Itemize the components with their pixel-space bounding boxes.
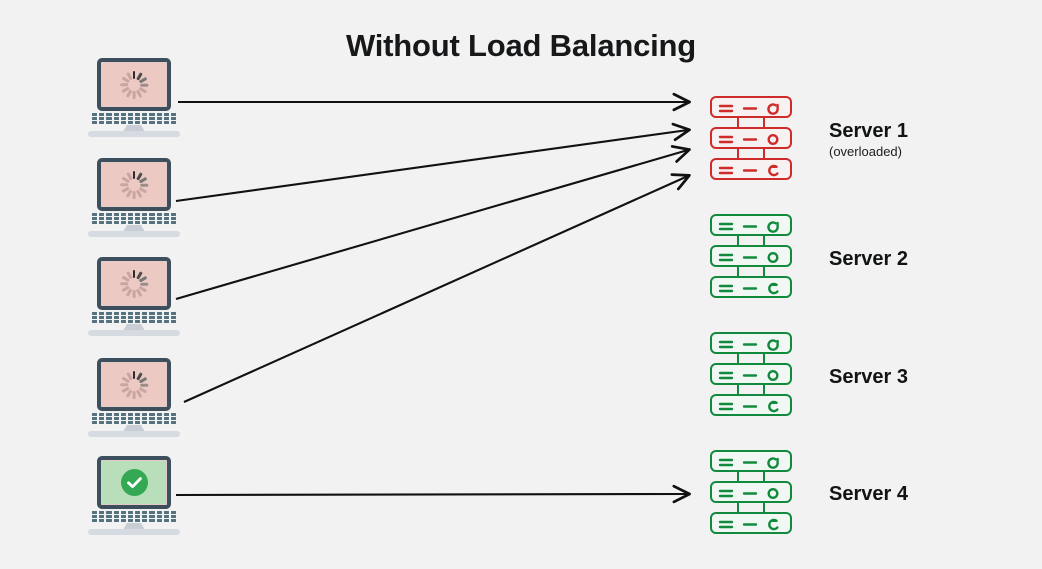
server-connector	[737, 149, 765, 158]
laptop-keyboard	[92, 212, 177, 226]
arrow-client-5-to-server-4	[175, 484, 691, 504]
server-connector	[737, 385, 765, 394]
check-circle-icon	[120, 469, 148, 496]
server-name: Server 2	[829, 248, 908, 270]
laptop-keyboard	[92, 412, 177, 426]
laptop-base	[88, 330, 180, 336]
laptop-lid	[97, 158, 171, 211]
server-connector	[737, 236, 765, 245]
client-laptop-1[interactable]	[88, 58, 180, 138]
server-stack-2[interactable]	[710, 214, 792, 298]
laptop-lid	[97, 456, 171, 509]
server-connector	[737, 118, 765, 127]
laptop-lid	[97, 358, 171, 411]
laptop-base	[88, 231, 180, 237]
server-stack-3[interactable]	[710, 332, 792, 416]
server-unit	[710, 450, 792, 472]
server-status-note: (overloaded)	[829, 144, 902, 159]
arrow-client-2-to-server-1	[175, 122, 691, 203]
server-label-1: Server 1 (overloaded)	[829, 119, 1029, 160]
laptop-lid	[97, 58, 171, 111]
server-unit	[710, 512, 792, 534]
loading-spinner-icon	[119, 70, 149, 100]
arrow-client-3-to-server-1	[175, 145, 691, 301]
page-title: Without Load Balancing	[345, 28, 697, 63]
loading-spinner-icon	[119, 269, 149, 299]
laptop-screen	[101, 62, 167, 107]
server-connector	[737, 267, 765, 276]
server-unit	[710, 245, 792, 267]
server-name: Server 4	[829, 483, 908, 505]
server-name: Server 3	[829, 366, 908, 388]
server-unit	[710, 332, 792, 354]
laptop-stand	[123, 523, 145, 530]
laptop-base	[88, 431, 180, 437]
server-label-3: Server 3	[829, 365, 1029, 389]
server-stack-4[interactable]	[710, 450, 792, 534]
server-unit	[710, 158, 792, 180]
laptop-keyboard	[92, 510, 177, 524]
laptop-stand	[123, 425, 145, 432]
server-unit	[710, 276, 792, 298]
laptop-base	[88, 131, 180, 137]
server-connector	[737, 503, 765, 512]
laptop-screen	[101, 261, 167, 306]
laptop-keyboard	[92, 112, 177, 126]
loading-spinner-icon	[119, 370, 149, 400]
server-unit	[710, 363, 792, 385]
client-laptop-3[interactable]	[88, 257, 180, 337]
server-unit	[710, 214, 792, 236]
server-unit	[710, 481, 792, 503]
laptop-screen	[101, 362, 167, 407]
client-laptop-5[interactable]	[88, 456, 180, 536]
laptop-screen	[101, 162, 167, 207]
laptop-stand	[123, 324, 145, 331]
loading-spinner-icon	[119, 170, 149, 200]
server-label-2: Server 2	[829, 247, 1029, 271]
arrow-client-4-to-server-1	[183, 173, 691, 403]
laptop-stand	[123, 225, 145, 232]
laptop-keyboard	[92, 311, 177, 325]
server-stack-1[interactable]	[710, 96, 792, 180]
laptop-screen	[101, 460, 167, 505]
server-unit	[710, 96, 792, 118]
server-name: Server 1	[829, 120, 908, 142]
server-unit	[710, 394, 792, 416]
server-unit	[710, 127, 792, 149]
server-connector	[737, 354, 765, 363]
server-connector	[737, 472, 765, 481]
laptop-base	[88, 529, 180, 535]
client-laptop-4[interactable]	[88, 358, 180, 438]
laptop-lid	[97, 257, 171, 310]
laptop-stand	[123, 125, 145, 132]
server-label-4: Server 4	[829, 482, 1029, 506]
client-laptop-2[interactable]	[88, 158, 180, 238]
